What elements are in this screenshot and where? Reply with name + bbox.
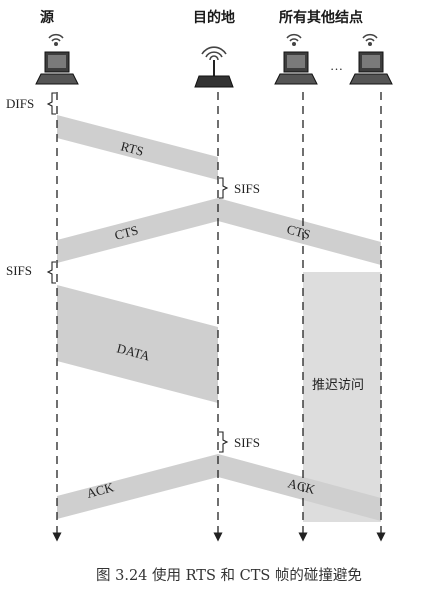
- cts-label-others: CTS: [285, 221, 312, 242]
- rts-label: RTS: [119, 138, 145, 158]
- other-nodes-header: 所有其他结点: [279, 9, 363, 26]
- cts-label-source: CTS: [113, 222, 140, 243]
- sifs-brace-source: [46, 261, 56, 284]
- difs-label: DIFS: [6, 96, 34, 111]
- figure-caption: 图 3.24 使用 RTS 和 CTS 帧的碰撞避免: [96, 566, 362, 584]
- ack-label-others: ACK: [286, 475, 317, 497]
- cts-frame-band-to-others: [218, 198, 381, 265]
- defer-access-label: 推迟访问: [312, 378, 364, 393]
- rts-frame-band: [57, 115, 218, 180]
- data-frame-band: [57, 285, 218, 403]
- ack-frame-band-to-source: [57, 454, 218, 519]
- difs-brace: [46, 92, 56, 115]
- destination-header: 目的地: [193, 9, 235, 26]
- sifs-label-source: SIFS: [6, 263, 32, 278]
- sifs-label-destination: SIFS: [234, 181, 260, 196]
- access-point-icon: [194, 46, 234, 88]
- sifs-brace-destination-data: [219, 431, 229, 453]
- sifs-label-destination-data: SIFS: [234, 435, 260, 450]
- source-header: 源: [40, 9, 54, 26]
- ack-label-source: ACK: [85, 479, 116, 501]
- defer-access-region: [303, 272, 381, 522]
- cts-frame-band-to-source: [57, 198, 218, 263]
- other-node-laptop-icon: [349, 33, 393, 85]
- source-laptop-icon: [35, 33, 79, 85]
- other-node-laptop-icon: [274, 33, 318, 85]
- more-nodes-ellipsis: …: [330, 58, 343, 73]
- ack-frame-band-to-others: [218, 454, 381, 521]
- sifs-brace-destination: [219, 177, 229, 199]
